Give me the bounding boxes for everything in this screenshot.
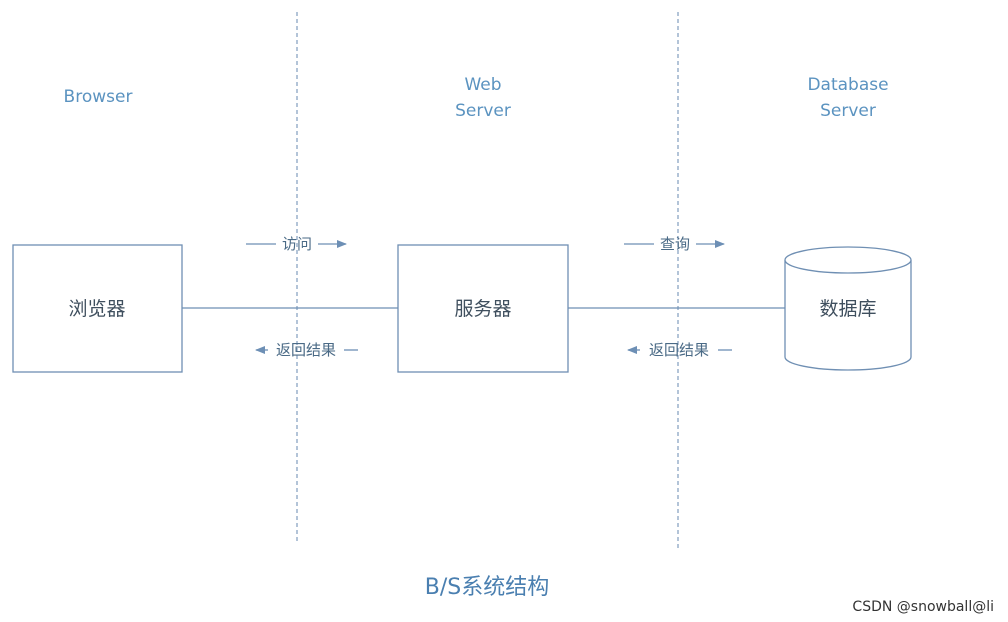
tier-label-browser: Browser <box>64 87 133 107</box>
server-node <box>397 244 569 373</box>
diagram-title: B/S系统结构 <box>425 575 549 600</box>
flow-label-return-server: 返回结果 <box>649 341 709 359</box>
tier-label-database-server-line2: Server <box>820 101 876 121</box>
database-cylinder-top <box>784 246 912 274</box>
tier-label-database-server-line1: Database <box>807 75 888 95</box>
database-cylinder-body <box>784 260 912 371</box>
tier-label-web-server-line2: Server <box>455 101 511 121</box>
tier-label-web-server-line1: Web <box>464 75 501 95</box>
browser-node-label: 浏览器 <box>68 298 125 320</box>
flow-label-return-browser: 返回结果 <box>276 341 336 359</box>
database-node <box>784 246 912 371</box>
server-node-label: 服务器 <box>454 298 511 320</box>
database-node-label: 数据库 <box>819 298 876 320</box>
browser-node <box>12 244 183 373</box>
flow-label-query: 查询 <box>660 235 690 253</box>
watermark: CSDN @snowball@li <box>852 599 994 615</box>
flow-label-visit: 访问 <box>282 235 312 253</box>
